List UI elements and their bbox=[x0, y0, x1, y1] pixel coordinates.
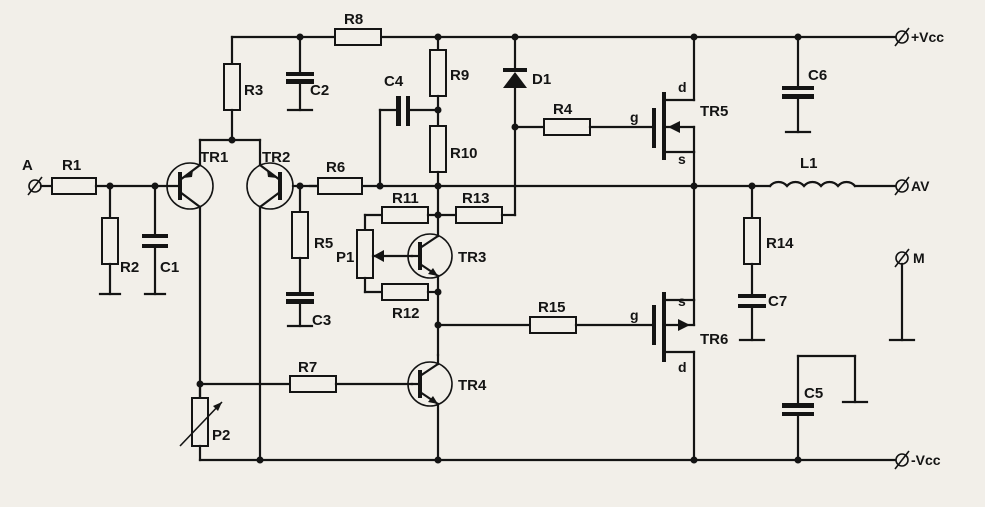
resistor-r13: R13 bbox=[455, 190, 503, 224]
svg-text:C3: C3 bbox=[312, 312, 331, 329]
svg-text:R5: R5 bbox=[314, 235, 333, 252]
resistor-r15: R15 bbox=[529, 299, 577, 334]
svg-text:R10: R10 bbox=[450, 145, 478, 162]
terminal-vcc-positive: +Vcc bbox=[894, 27, 944, 47]
svg-text:P1: P1 bbox=[336, 249, 354, 266]
svg-text:M: M bbox=[913, 250, 925, 266]
svg-text:C7: C7 bbox=[768, 293, 787, 310]
svg-text:R7: R7 bbox=[298, 359, 317, 376]
mosfet-tr5: g d s TR5 bbox=[630, 79, 728, 167]
svg-text:d: d bbox=[678, 79, 687, 95]
transistor-tr3: TR3 bbox=[407, 233, 486, 279]
resistor-r5: R5 bbox=[291, 211, 333, 259]
terminal-vcc-negative: -Vcc bbox=[894, 450, 941, 470]
resistor-r4: R4 bbox=[543, 101, 591, 136]
svg-text:R11: R11 bbox=[392, 190, 419, 207]
svg-text:TR5: TR5 bbox=[700, 103, 728, 120]
svg-text:D1: D1 bbox=[532, 71, 551, 88]
svg-text:R6: R6 bbox=[326, 159, 345, 176]
svg-text:s: s bbox=[678, 151, 686, 167]
svg-text:s: s bbox=[678, 293, 686, 309]
resistor-r10: R10 bbox=[429, 125, 478, 173]
svg-text:AV: AV bbox=[911, 178, 930, 194]
svg-text:R15: R15 bbox=[538, 299, 566, 316]
svg-text:TR4: TR4 bbox=[458, 377, 487, 394]
svg-text:C2: C2 bbox=[310, 82, 329, 99]
svg-text:TR2: TR2 bbox=[262, 149, 290, 166]
svg-text:g: g bbox=[630, 307, 639, 323]
svg-text:R9: R9 bbox=[450, 67, 469, 84]
svg-text:R2: R2 bbox=[120, 259, 139, 276]
capacitor-c3: C3 bbox=[286, 292, 331, 329]
mosfet-tr6: g s d TR6 bbox=[630, 292, 728, 375]
resistor-r9: R9 bbox=[429, 49, 469, 97]
inductor-l1: L1 bbox=[768, 155, 857, 188]
potentiometer-p2: P2 bbox=[179, 397, 230, 447]
svg-text:L1: L1 bbox=[800, 155, 818, 172]
resistor-r1: R1 bbox=[51, 157, 97, 195]
terminal-av: AV bbox=[894, 176, 930, 196]
svg-text:R1: R1 bbox=[62, 157, 81, 174]
transistor-tr1: TR1 bbox=[166, 149, 228, 210]
capacitor-c2: C2 bbox=[286, 72, 329, 99]
resistor-r11: R11 bbox=[381, 190, 429, 224]
capacitor-c1: C1 bbox=[142, 234, 179, 276]
resistor-r14: R14 bbox=[743, 217, 794, 265]
resistor-r6: R6 bbox=[317, 159, 363, 195]
svg-text:R3: R3 bbox=[244, 82, 263, 99]
svg-text:R4: R4 bbox=[553, 101, 573, 118]
svg-text:TR6: TR6 bbox=[700, 331, 728, 348]
diode-d1: D1 bbox=[503, 68, 551, 88]
svg-text:R14: R14 bbox=[766, 235, 794, 252]
resistor-r2: R2 bbox=[101, 217, 139, 276]
svg-text:C5: C5 bbox=[804, 385, 823, 402]
capacitor-c5: C5 bbox=[782, 385, 823, 416]
resistor-r12: R12 bbox=[381, 283, 429, 322]
svg-text:C4: C4 bbox=[384, 73, 404, 90]
svg-text:-Vcc: -Vcc bbox=[911, 452, 941, 468]
svg-text:C6: C6 bbox=[808, 67, 827, 84]
capacitor-c4: C4 bbox=[384, 73, 410, 126]
svg-text:R13: R13 bbox=[462, 190, 490, 207]
potentiometer-p1: P1 bbox=[336, 229, 414, 279]
transistor-tr2: TR2 bbox=[246, 149, 294, 210]
capacitor-c7: C7 bbox=[738, 293, 787, 310]
svg-text:+Vcc: +Vcc bbox=[911, 29, 944, 45]
svg-text:d: d bbox=[678, 359, 687, 375]
resistor-r8: R8 bbox=[334, 11, 382, 46]
svg-text:C1: C1 bbox=[160, 259, 179, 276]
terminal-m: M bbox=[888, 248, 925, 342]
svg-text:TR1: TR1 bbox=[200, 149, 228, 166]
svg-text:g: g bbox=[630, 109, 639, 125]
capacitor-c6: C6 bbox=[782, 67, 827, 99]
svg-text:P2: P2 bbox=[212, 427, 230, 444]
transistor-tr4: TR4 bbox=[407, 361, 487, 407]
resistor-r7: R7 bbox=[289, 359, 337, 393]
svg-text:R12: R12 bbox=[392, 305, 420, 322]
resistor-r3: R3 bbox=[223, 63, 263, 111]
label-a: A bbox=[22, 157, 33, 174]
input-terminal-a: A bbox=[22, 157, 43, 196]
svg-text:R8: R8 bbox=[344, 11, 363, 28]
svg-text:TR3: TR3 bbox=[458, 249, 486, 266]
